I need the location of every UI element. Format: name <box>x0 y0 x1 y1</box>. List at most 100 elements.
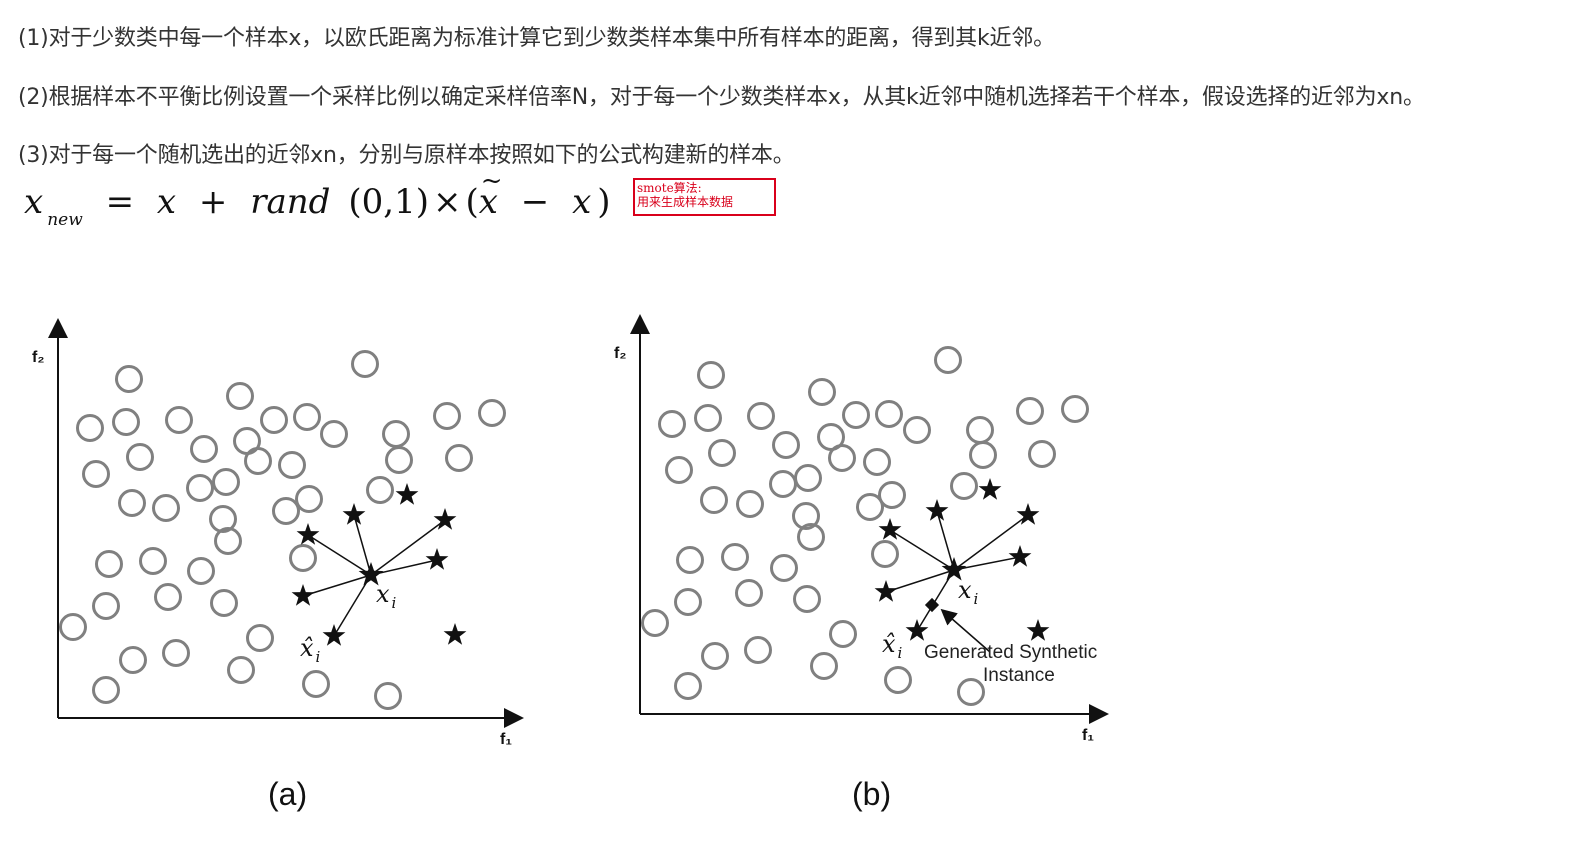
majority-sample-circle <box>676 546 704 574</box>
neighbor-link <box>936 510 955 571</box>
minority-sample-star <box>1016 503 1040 525</box>
formula-tilde-mark: ~ <box>480 166 503 196</box>
majority-sample-circle <box>210 589 238 617</box>
majority-sample-circle <box>863 448 891 476</box>
formula-equals: = <box>105 182 135 222</box>
majority-sample-circle <box>227 656 255 684</box>
neighbor-link <box>370 519 446 576</box>
neighbor-link <box>889 529 955 571</box>
majority-sample-circle <box>694 404 722 432</box>
majority-sample-circle <box>126 443 154 471</box>
neighbor-link <box>333 574 372 637</box>
panel-b-caption: (b) <box>852 776 891 812</box>
minority-sample-star <box>433 508 457 530</box>
minority-sample-star <box>1008 545 1032 567</box>
majority-sample-circle <box>152 494 180 522</box>
panel-a-neighbor-links <box>302 514 446 637</box>
majority-sample-circle <box>808 378 836 406</box>
majority-sample-circle <box>736 490 764 518</box>
majority-sample-circle <box>966 416 994 444</box>
majority-sample-circle <box>162 639 190 667</box>
majority-sample-circle <box>302 670 330 698</box>
minority-sample-star <box>296 523 320 545</box>
majority-sample-circle <box>1028 440 1056 468</box>
majority-sample-circle <box>770 554 798 582</box>
majority-sample-circle <box>260 406 288 434</box>
majority-sample-circle <box>772 431 800 459</box>
panel-b-xhat-label: x̂i <box>882 630 903 662</box>
majority-sample-circle <box>190 435 218 463</box>
majority-sample-circle <box>708 439 736 467</box>
panel-b-minority-samples <box>874 478 1050 641</box>
majority-sample-circle <box>295 485 323 513</box>
majority-sample-circle <box>433 402 461 430</box>
majority-sample-circle <box>842 401 870 429</box>
majority-sample-circle <box>674 588 702 616</box>
minority-sample-star <box>925 499 949 521</box>
minority-sample-star <box>291 584 315 606</box>
formula-plus: + <box>198 182 228 222</box>
majority-sample-circle <box>385 446 413 474</box>
majority-sample-circle <box>246 624 274 652</box>
majority-sample-circle <box>351 350 379 378</box>
majority-sample-circle <box>115 365 143 393</box>
formula-rand: rand <box>250 182 331 222</box>
formula-times: × <box>432 182 462 222</box>
step-2-text: (2)根据样本不平衡比例设置一个采样比例以确定采样倍率N，对于每一个少数类样本x… <box>18 85 1425 110</box>
majority-sample-circle <box>878 481 906 509</box>
majority-sample-circle <box>118 489 146 517</box>
majority-sample-circle <box>278 451 306 479</box>
majority-sample-circle <box>139 547 167 575</box>
formula-x-tilde-var: x <box>478 182 498 222</box>
majority-sample-circle <box>1061 395 1089 423</box>
majority-sample-circle <box>244 447 272 475</box>
majority-sample-circle <box>59 613 87 641</box>
majority-sample-circle <box>856 493 884 521</box>
step-1-text: (1)对于少数类中每一个样本x，以欧氏距离为标准计算它到少数类样本集中所有样本的… <box>18 26 1055 51</box>
panel-a-majority-samples <box>59 350 506 710</box>
minority-sample-star <box>1026 619 1050 641</box>
majority-sample-circle <box>829 620 857 648</box>
neighbor-link <box>953 556 1021 571</box>
panel-a-xhat-label: x̂i <box>300 634 321 666</box>
minority-sample-star <box>905 619 929 641</box>
majority-sample-circle <box>810 652 838 680</box>
note-line-2: 用来生成样本数据 <box>637 195 734 209</box>
majority-sample-circle <box>969 441 997 469</box>
minority-sample-star <box>878 518 902 540</box>
formula-x: x <box>156 182 177 222</box>
panel-b-y-label: f₂ <box>614 345 626 362</box>
majority-sample-circle <box>793 585 821 613</box>
majority-sample-circle <box>374 682 402 710</box>
center-sample-star <box>941 557 967 581</box>
majority-sample-circle <box>797 523 825 551</box>
majority-sample-circle <box>700 486 728 514</box>
majority-sample-circle <box>769 470 797 498</box>
majority-sample-circle <box>82 460 110 488</box>
minority-sample-star <box>395 483 419 505</box>
majority-sample-circle <box>289 544 317 572</box>
neighbor-link <box>302 574 372 597</box>
majority-sample-circle <box>747 402 775 430</box>
formula-close-paren: ) <box>597 182 611 222</box>
majority-sample-circle <box>875 400 903 428</box>
majority-sample-circle <box>957 678 985 706</box>
majority-sample-circle <box>903 416 931 444</box>
majority-sample-circle <box>320 420 348 448</box>
panel-b-x-label: f₁ <box>1082 727 1094 744</box>
minority-sample-star <box>342 503 366 525</box>
majority-sample-circle <box>792 502 820 530</box>
majority-sample-circle <box>165 406 193 434</box>
center-sample-star <box>358 562 384 586</box>
panel-a-minority-samples <box>291 483 467 646</box>
majority-sample-circle <box>884 666 912 694</box>
majority-sample-circle <box>186 474 214 502</box>
smote-annotation-box: smote算法: 用来生成样本数据 <box>633 178 776 216</box>
minority-sample-star <box>978 478 1002 500</box>
majority-sample-circle <box>382 420 410 448</box>
majority-sample-circle <box>272 497 300 525</box>
majority-sample-circle <box>1016 397 1044 425</box>
majority-sample-circle <box>187 557 215 585</box>
majority-sample-circle <box>226 382 254 410</box>
